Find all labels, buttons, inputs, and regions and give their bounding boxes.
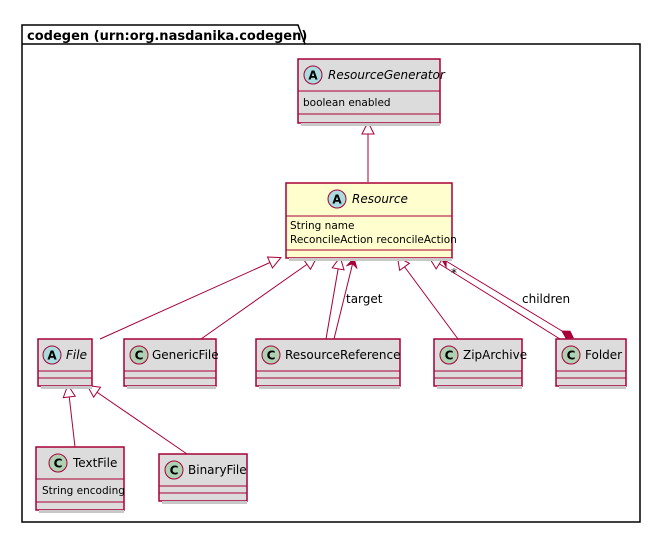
class-name-genericfile: GenericFile xyxy=(152,348,219,362)
class-letter: C xyxy=(267,349,276,363)
class-ziparchive[interactable]: C ZipArchive xyxy=(433,338,527,389)
class-name-resource: Resource xyxy=(352,192,408,206)
class-name-textfile: TextFile xyxy=(72,456,117,470)
edge-label-target: target xyxy=(346,292,383,306)
edge-label-multiplicity: * xyxy=(451,266,457,280)
edges xyxy=(68,123,562,455)
abstract-class-icon xyxy=(327,189,347,209)
class-letter: C xyxy=(54,457,63,471)
abstract-class-letter: A xyxy=(308,69,318,83)
package-frame: codegen (urn:org.nasdanika.codegen) xyxy=(21,24,641,523)
attribute-encoding: String encoding xyxy=(42,485,125,497)
class-textfile[interactable]: C TextFile String encoding xyxy=(35,446,125,513)
class-letter: C xyxy=(445,349,454,363)
class-icon xyxy=(561,345,581,365)
abstract-class-icon xyxy=(42,345,62,365)
class-name-resourcegenerator: ResourceGenerator xyxy=(328,68,446,82)
class-name-binaryfile: BinaryFile xyxy=(188,463,247,477)
class-name-folder: Folder xyxy=(585,348,622,362)
attribute-name: String name xyxy=(290,220,354,232)
class-icon xyxy=(261,345,281,365)
class-resourcegenerator[interactable]: A ResourceGenerator boolean enabled xyxy=(297,58,446,126)
class-binaryfile[interactable]: C BinaryFile xyxy=(158,453,248,504)
edge-binaryfile-to-file xyxy=(88,386,188,455)
edge-textfile-to-file xyxy=(68,386,75,448)
class-name-file: File xyxy=(66,348,87,362)
edge-genericfile-to-resource xyxy=(200,258,316,340)
abstract-class-letter: A xyxy=(47,349,57,363)
attribute-reconcileaction: ReconcileAction reconcileAction xyxy=(290,234,457,246)
class-resource[interactable]: A Resource String name ReconcileAction r… xyxy=(285,182,457,261)
edge-resourcereference-to-resource xyxy=(325,258,340,340)
class-icon xyxy=(164,460,184,480)
class-icon xyxy=(48,453,68,473)
abstract-class-icon xyxy=(303,65,323,85)
class-name-ziparchive: ZipArchive xyxy=(463,348,527,362)
class-icon xyxy=(129,345,149,365)
package-title: codegen (urn:org.nasdanika.codegen) xyxy=(27,29,307,44)
edge-resourcereference-target xyxy=(333,258,354,340)
attribute-enabled: boolean enabled xyxy=(303,97,391,109)
edge-label-children: children xyxy=(522,292,570,306)
class-genericfile[interactable]: C GenericFile xyxy=(123,338,219,389)
abstract-class-letter: A xyxy=(332,193,342,207)
edge-folder-children xyxy=(441,258,562,331)
class-letter: C xyxy=(135,349,144,363)
class-resourcereference[interactable]: C ResourceReference xyxy=(255,338,401,389)
class-letter: C xyxy=(567,349,576,363)
edge-file-to-resource xyxy=(99,258,280,340)
class-name-resourcereference: ResourceReference xyxy=(285,348,400,362)
class-letter: C xyxy=(170,464,179,478)
class-icon xyxy=(439,345,459,365)
class-folder[interactable]: C Folder xyxy=(555,338,627,389)
class-file[interactable]: A File xyxy=(37,338,93,389)
